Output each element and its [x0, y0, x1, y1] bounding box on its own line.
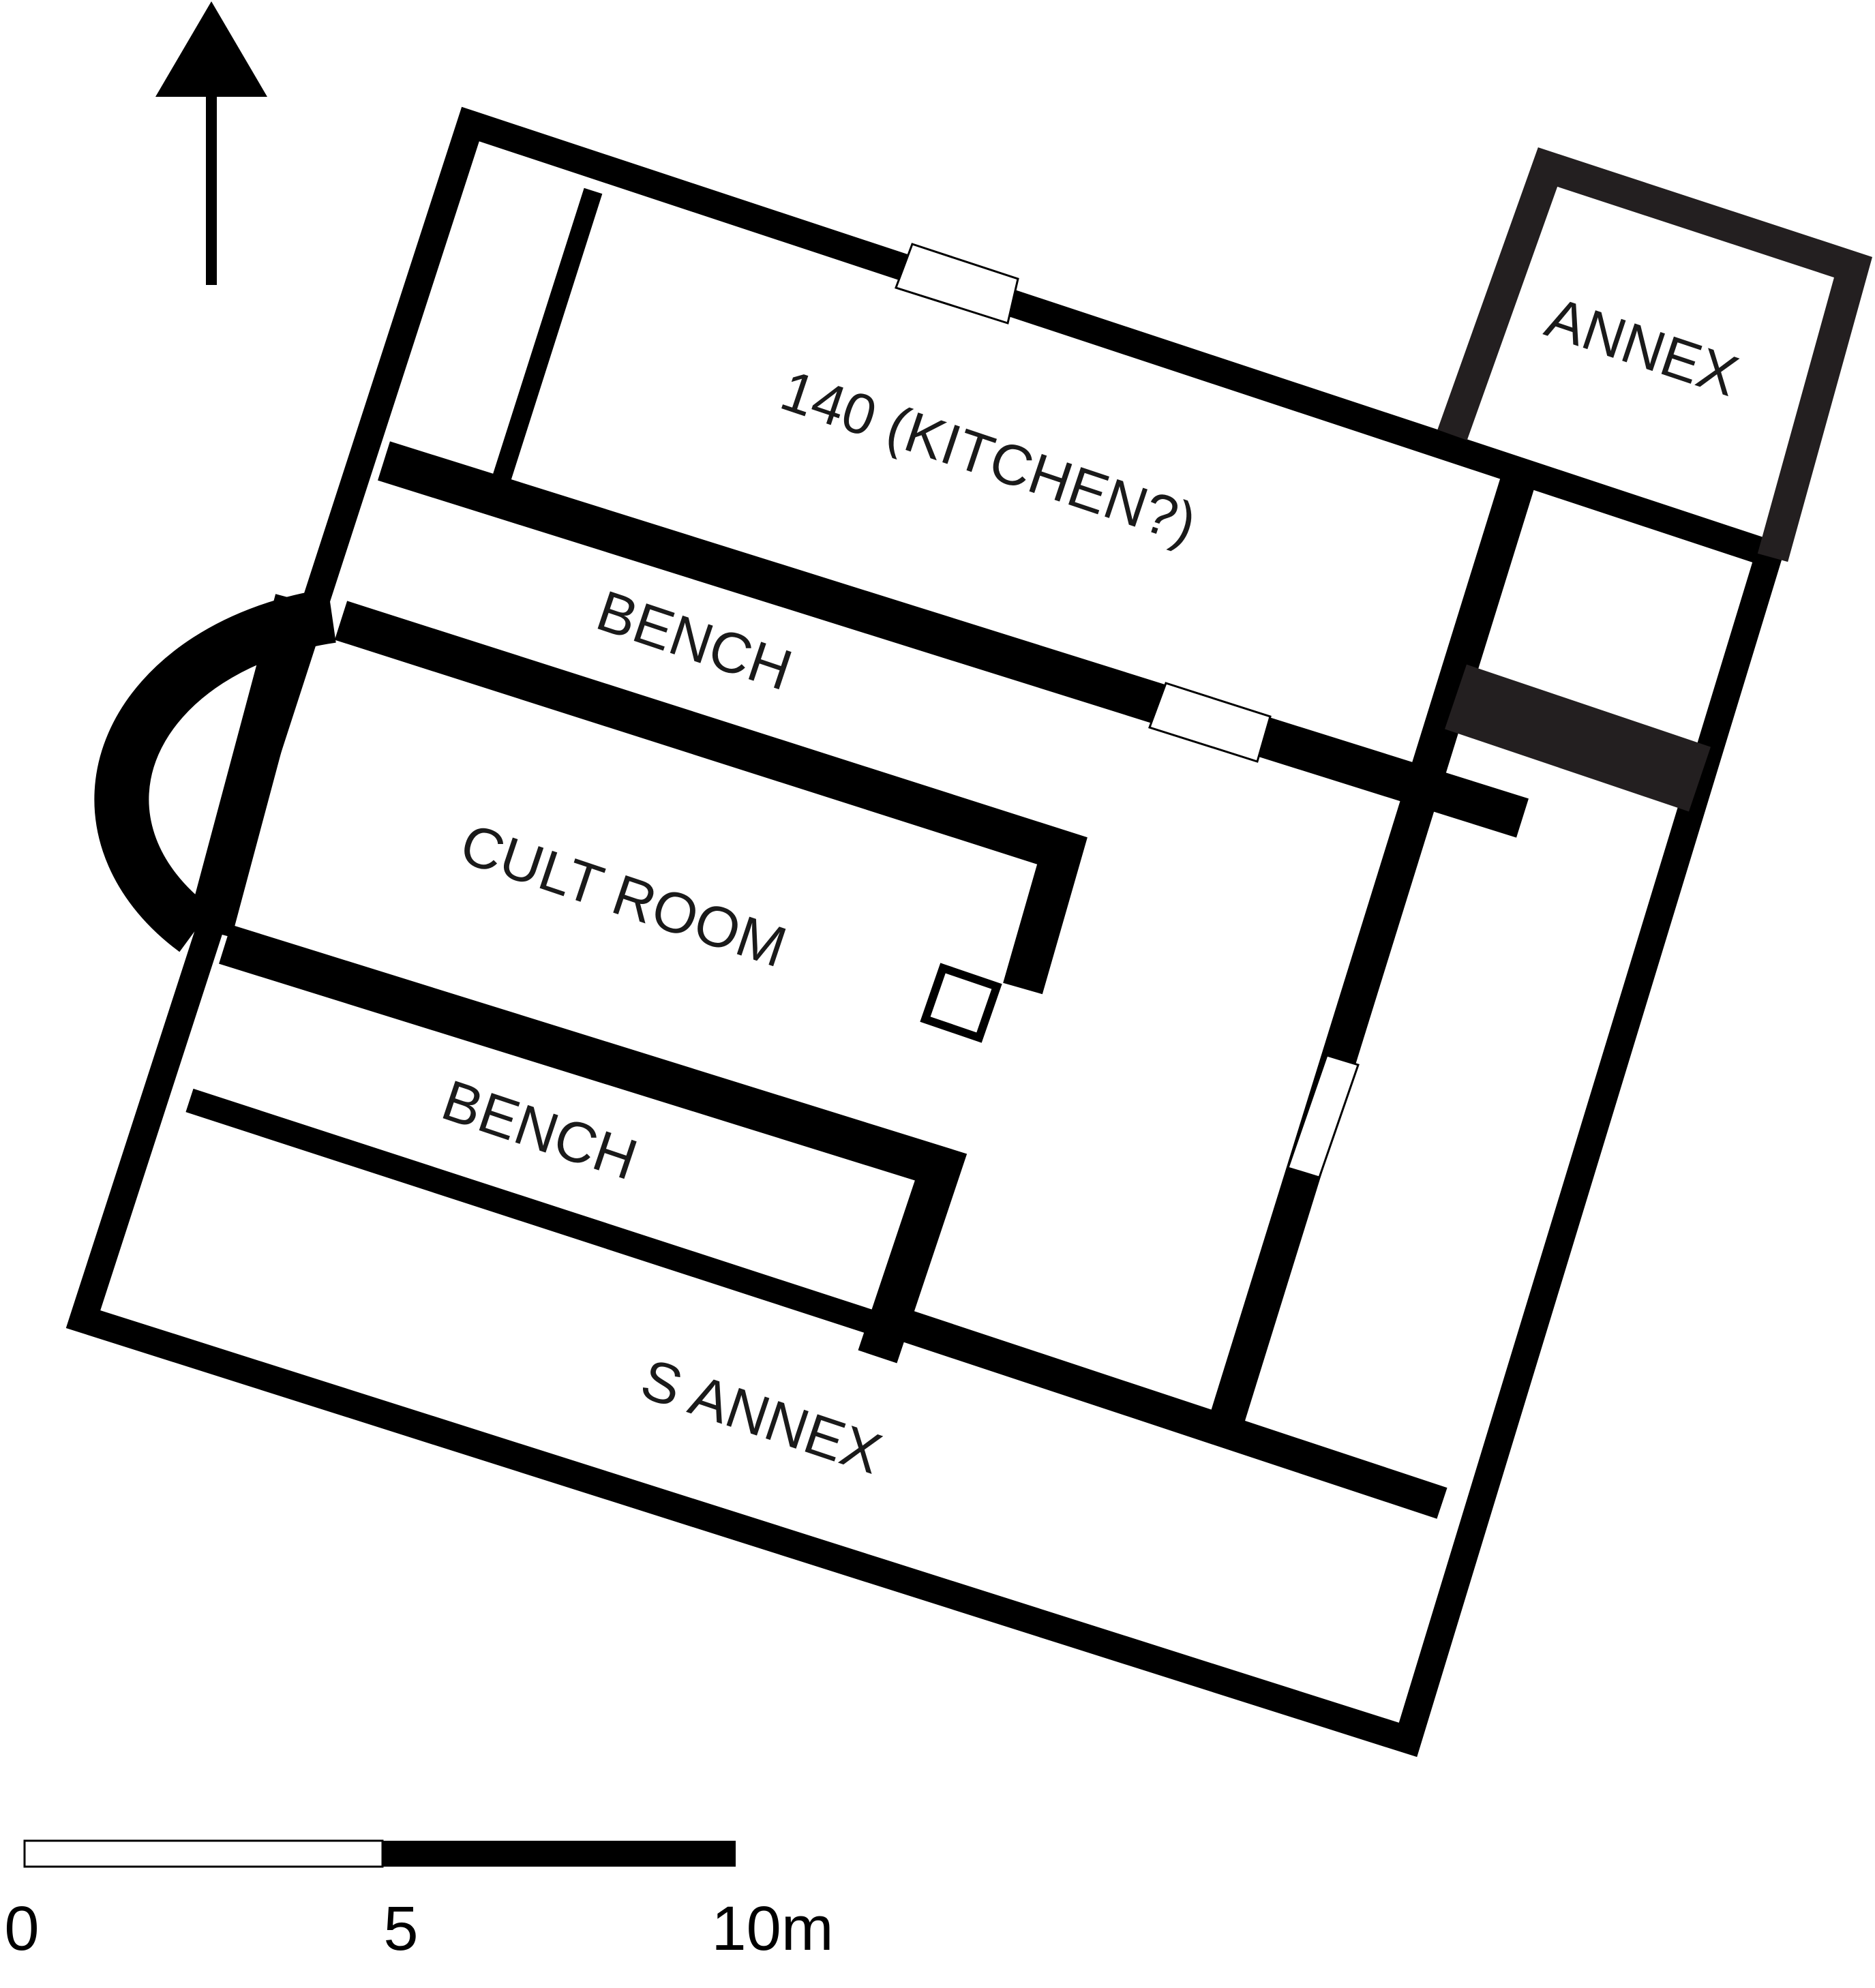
annex-walls	[1437, 147, 1873, 812]
scale-label-5: 5	[383, 1894, 418, 1963]
annex-wall	[1437, 147, 1873, 562]
apse-wall	[94, 588, 336, 952]
north-arrow-icon	[155, 1, 267, 285]
corridor-crosswall	[1444, 664, 1711, 812]
scale-label-0: 0	[4, 1894, 39, 1963]
corridor-west-wall	[1210, 479, 1534, 1424]
cult-room-north-doorway	[1148, 682, 1272, 763]
scale-bar-white-segment	[23, 1839, 384, 1868]
outer-wall	[65, 106, 1786, 1758]
kitchen-west-wall	[490, 187, 603, 487]
building-walls	[65, 106, 1786, 1758]
scale-label-10m: 10m	[712, 1894, 834, 1963]
altar-feature	[920, 963, 1002, 1043]
kitchen-north-doorway	[895, 243, 1019, 325]
bench-north-wall	[334, 601, 1088, 995]
kitchen-south-wall	[378, 441, 1529, 838]
apse-back-wall	[187, 594, 320, 937]
doorways	[895, 243, 1360, 1179]
bench-south-partition	[185, 1088, 877, 1335]
room-label-s-annex: S ANNEX	[633, 1346, 889, 1486]
room-label-annex: ANNEX	[1538, 285, 1745, 408]
scale-bar: 0 5 10m	[4, 1839, 834, 1963]
s-annex-north-wall	[871, 1300, 1448, 1519]
corridor-doorway	[1287, 1054, 1360, 1179]
cult-room-south-wall	[219, 924, 967, 1364]
room-label-cult-room: CULT ROOM	[453, 811, 794, 980]
scale-bar-black-segment	[382, 1841, 736, 1867]
room-label-kitchen: 140 (KITCHEN?)	[773, 358, 1204, 556]
